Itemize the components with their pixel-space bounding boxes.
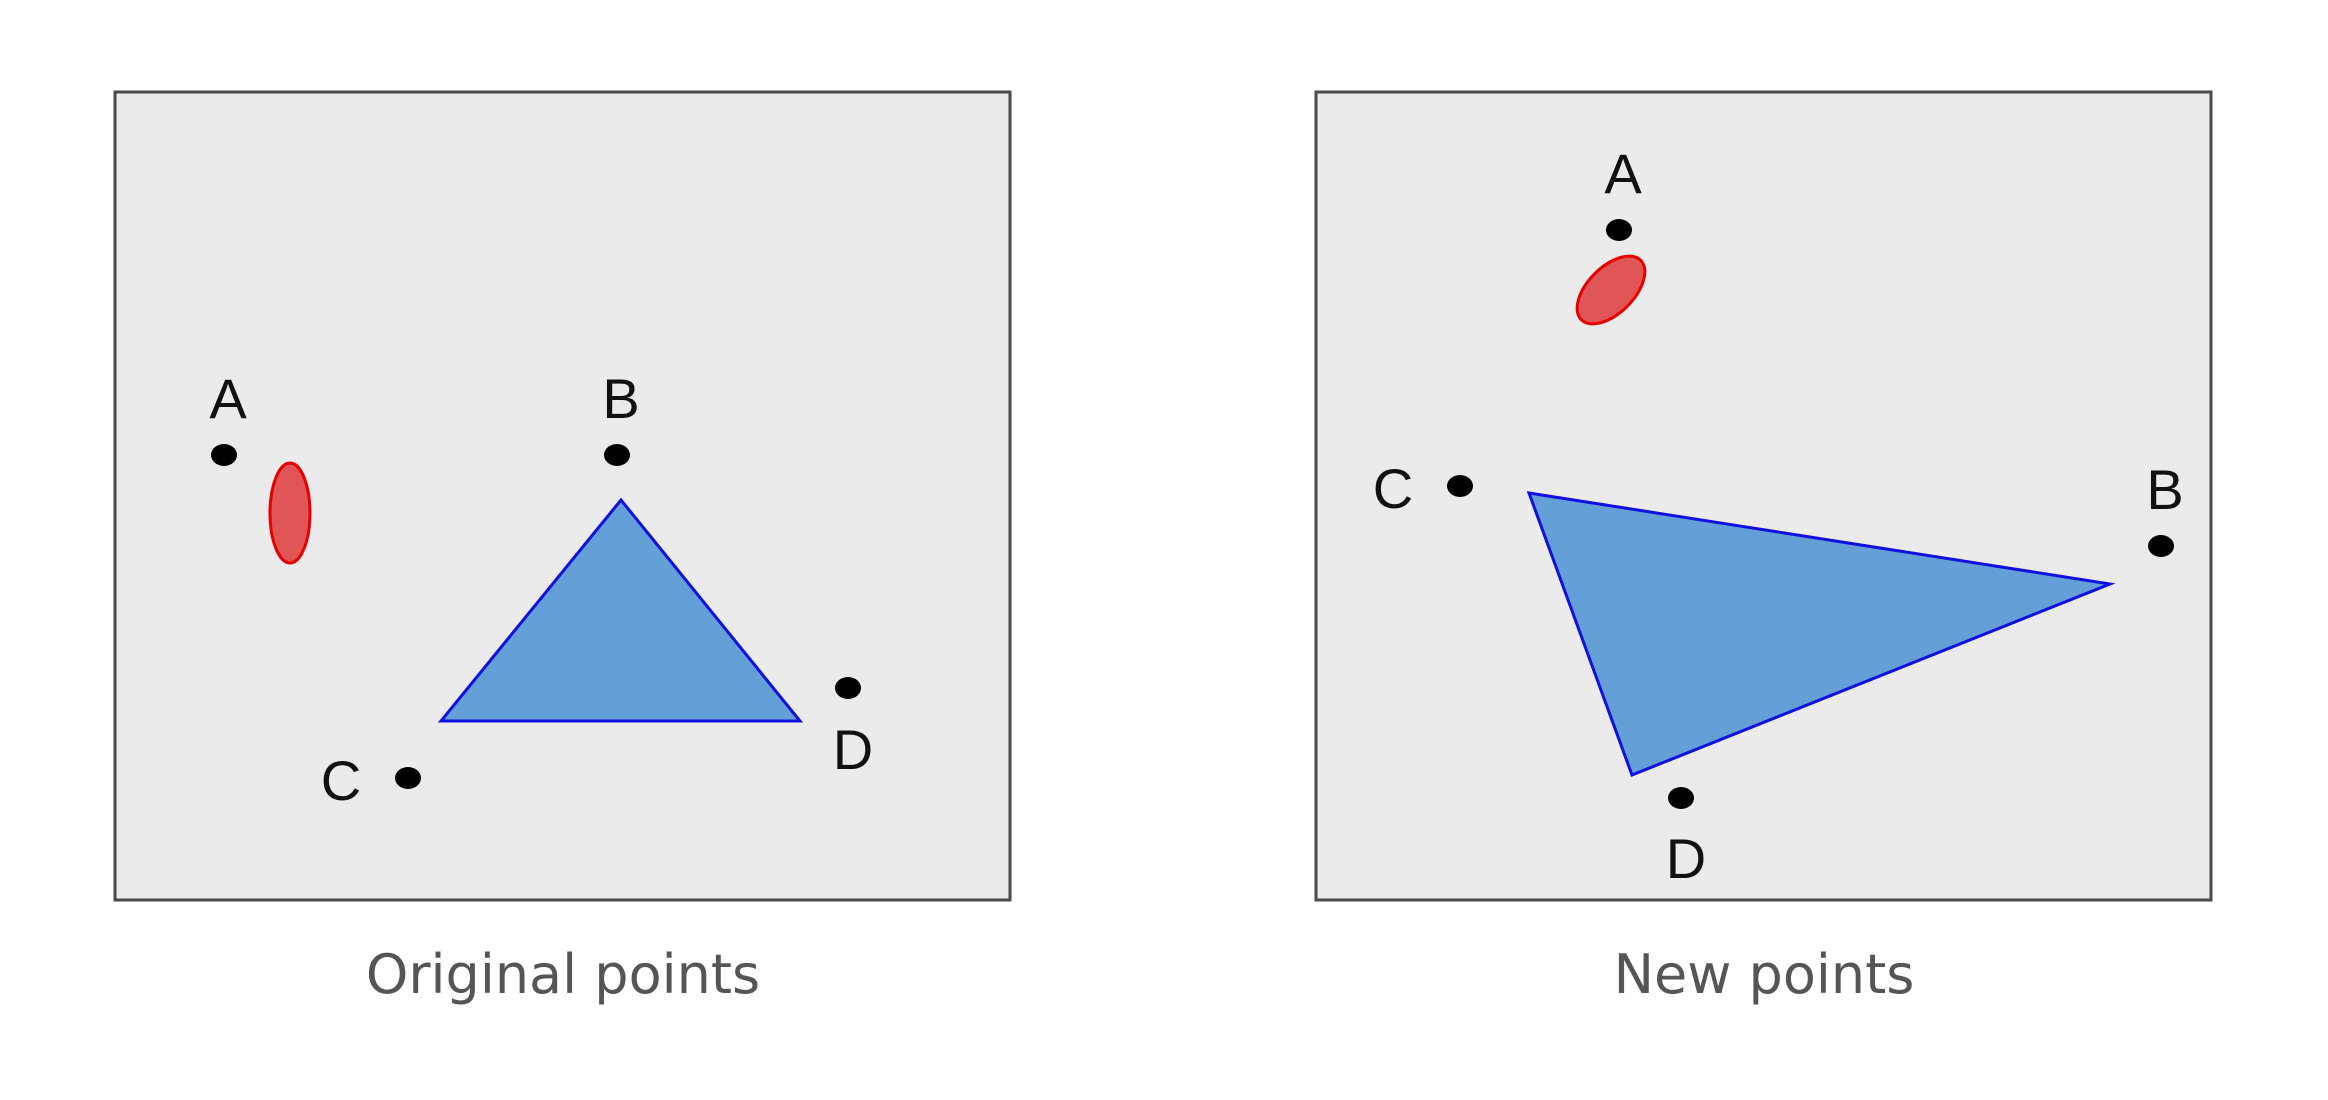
original-red-ellipse bbox=[268, 461, 312, 565]
original-label-b: B bbox=[602, 367, 639, 430]
new-label-a: A bbox=[1604, 142, 1642, 205]
new-label-c: C bbox=[1373, 457, 1413, 520]
original-point-d bbox=[835, 677, 861, 699]
original-point-a bbox=[211, 444, 237, 466]
new-point-d bbox=[1668, 787, 1694, 809]
panel-new: A B C D New points bbox=[1314, 90, 2213, 1006]
new-blue-triangle bbox=[1526, 491, 2116, 777]
new-label-d: D bbox=[1666, 827, 1706, 890]
original-blue-triangle bbox=[437, 497, 804, 723]
original-label-d: D bbox=[833, 718, 873, 781]
new-point-b bbox=[2148, 535, 2174, 557]
new-label-b: B bbox=[2146, 458, 2183, 521]
new-point-a bbox=[1606, 219, 1632, 241]
original-caption: Original points bbox=[366, 943, 760, 1006]
original-point-c bbox=[395, 767, 421, 789]
original-label-a: A bbox=[209, 367, 247, 430]
new-point-c bbox=[1447, 475, 1473, 497]
original-label-c: C bbox=[321, 749, 361, 812]
panel-new-frame bbox=[1314, 90, 2213, 902]
panel-original: A B C D Original points bbox=[113, 90, 1012, 1006]
new-red-ellipse bbox=[1575, 254, 1647, 326]
panel-original-frame bbox=[113, 90, 1012, 902]
new-caption: New points bbox=[1614, 943, 1915, 1006]
original-point-b bbox=[604, 444, 630, 466]
